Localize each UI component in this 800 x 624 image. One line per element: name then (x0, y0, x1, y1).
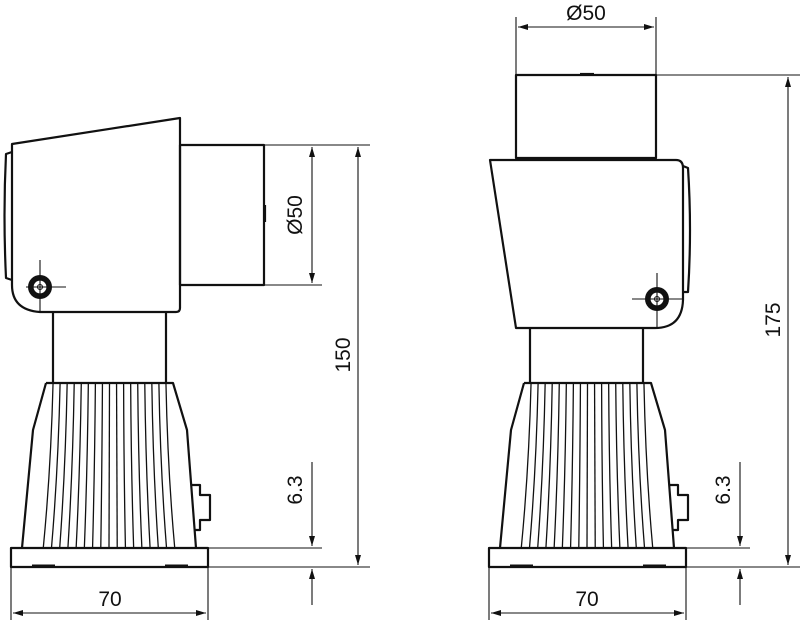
right-screw-icon (632, 273, 683, 328)
flute-line (144, 382, 151, 549)
right-dimensions (488, 17, 800, 620)
flute-line (91, 382, 97, 549)
flute-line (108, 382, 111, 549)
flute-line (545, 382, 553, 549)
flute-line (59, 382, 68, 549)
left-head (10, 116, 182, 314)
flute-line (643, 382, 654, 549)
flute-line (158, 382, 168, 549)
flute-line (115, 382, 118, 549)
left-height-label: 150 (332, 337, 355, 372)
flute-line (67, 382, 75, 549)
flute-line (615, 382, 621, 549)
flute-line (520, 382, 532, 549)
right-head (488, 158, 685, 330)
right-column (528, 328, 645, 383)
right-view: Ø50 175 6.3 70 (487, 2, 800, 620)
left-diameter-label: Ø50 (284, 195, 307, 235)
flute-line (50, 382, 61, 549)
flute-line (578, 382, 582, 549)
flute-line (593, 382, 596, 549)
flute-line (553, 382, 560, 549)
flute-line (569, 382, 575, 549)
right-cylinder (514, 73, 658, 160)
flute-line (165, 382, 176, 549)
right-height-label: 175 (762, 302, 785, 337)
left-column (51, 312, 168, 383)
left-screw-icon (26, 260, 66, 312)
flute-line (629, 382, 637, 549)
left-plate-label: 6.3 (284, 475, 307, 504)
left-cylinder (178, 143, 266, 287)
right-plate-label: 6.3 (712, 475, 735, 504)
right-diameter-label: Ø50 (566, 2, 606, 25)
flute-line (75, 382, 82, 549)
flute-line (137, 382, 143, 549)
flute-line (622, 382, 629, 549)
flute-line (636, 382, 646, 549)
right-side-panel (682, 164, 692, 294)
flute-line (42, 382, 54, 549)
left-base-plate (9, 546, 210, 569)
flute-line (586, 382, 589, 549)
right-width-label: 70 (575, 588, 598, 611)
flute-line (600, 382, 605, 549)
flute-line (528, 382, 539, 549)
flute-line (151, 382, 159, 549)
left-width-label: 70 (98, 588, 121, 611)
right-base-plate (487, 546, 688, 569)
right-button (670, 483, 690, 532)
flute-line (561, 382, 567, 549)
flute-line (83, 382, 89, 549)
flute-line (100, 382, 104, 549)
left-side-panel (3, 150, 13, 282)
flute-line (130, 382, 135, 549)
left-view: Ø50 150 6.3 70 (3, 116, 370, 620)
left-base-flutes (42, 382, 176, 549)
flute-line (537, 382, 546, 549)
left-button (192, 483, 212, 532)
flute-line (608, 382, 613, 549)
left-dimensions (10, 144, 370, 620)
right-base-flutes (520, 382, 654, 549)
flute-line (122, 382, 127, 549)
